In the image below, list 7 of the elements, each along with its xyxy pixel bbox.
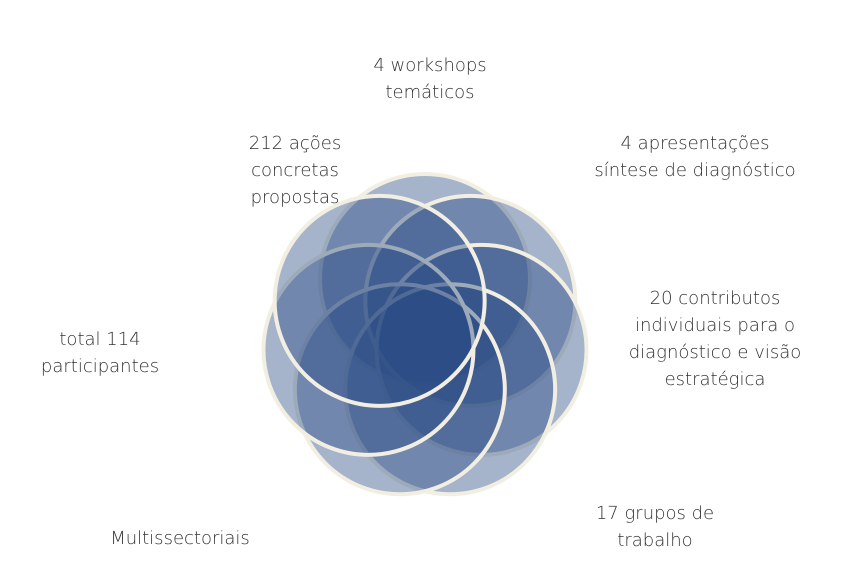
stat-text: total 114 participantes bbox=[40, 328, 160, 379]
stat-text: 20 contributos individuais para o diagnóstico e visão estratégica bbox=[628, 287, 802, 392]
stat-text: Multissectoriais bbox=[109, 527, 251, 551]
stat-text: 4 apresentações síntese de diagnóstico bbox=[593, 132, 797, 183]
stat-text: 4 workshops temáticos bbox=[372, 54, 488, 105]
stat-text: 212 ações concretas propostas bbox=[248, 132, 342, 210]
stat-text: 17 grupos de trabalho bbox=[594, 502, 716, 553]
